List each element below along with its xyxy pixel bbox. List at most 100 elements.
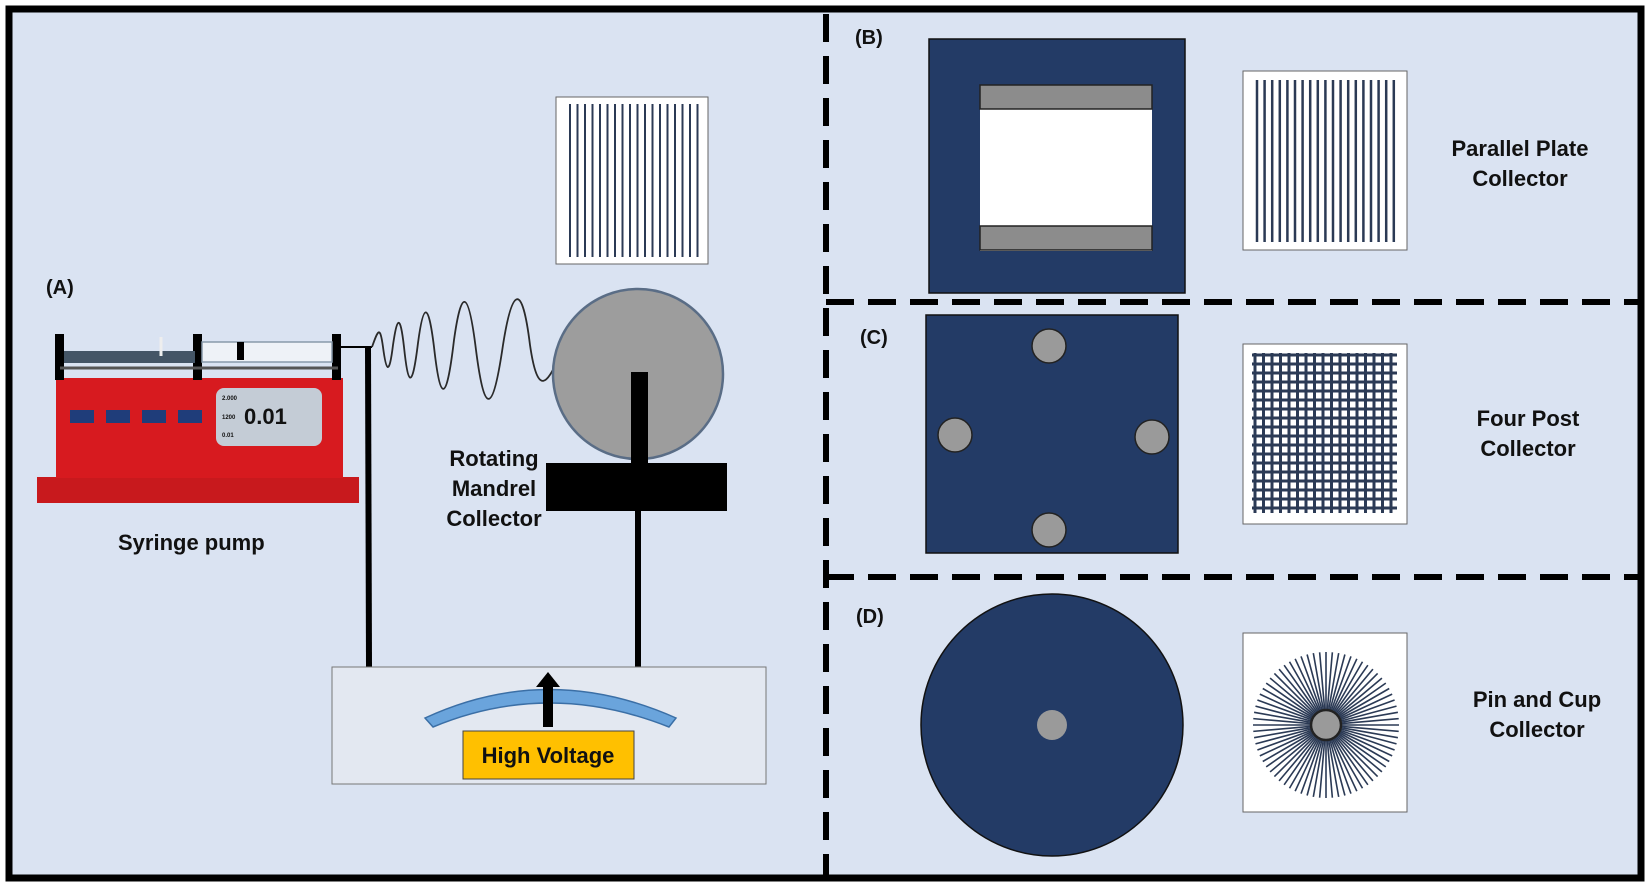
radial-fiber — [1269, 677, 1315, 716]
radial-fiber — [1288, 661, 1319, 712]
radial-fiber — [1341, 705, 1397, 722]
rotating-mandrel: Rotating Mandrel Collector — [446, 287, 727, 667]
radial-fiber — [1262, 687, 1313, 718]
radial-fiber — [1257, 729, 1312, 751]
post-right — [1134, 419, 1170, 455]
pump-display-value: 0.01 — [244, 404, 287, 429]
mandrel-label-line-2: Mandrel — [452, 476, 536, 501]
radial-fiber — [1278, 668, 1317, 714]
panel-dividers — [823, 14, 1640, 875]
pin-cup-label-line-1: Pin and Cup — [1473, 687, 1601, 712]
voltage-arrow-icon — [536, 672, 560, 727]
radial-fiber — [1306, 654, 1323, 710]
syringe-pump-label: Syringe pump — [118, 530, 265, 555]
radial-fiber — [1340, 731, 1393, 757]
radial-fiber — [1312, 652, 1325, 710]
radial-fiber — [1294, 658, 1320, 711]
pump-display-small-2: 1200 — [222, 415, 236, 421]
radial-fiber — [1329, 740, 1346, 796]
syringe-stopper — [237, 342, 244, 360]
parallel-plate-collector — [928, 38, 1186, 294]
radial-fiber — [1341, 726, 1399, 739]
radial-fiber — [1253, 711, 1311, 724]
pump-post-mid — [193, 334, 202, 380]
panel-label-a: (A) — [46, 277, 74, 299]
radial-fiber — [1338, 682, 1387, 717]
high-voltage-supply: High Voltage — [331, 666, 767, 785]
panel-label-c: (C) — [860, 327, 888, 349]
pump-button-1 — [70, 410, 94, 423]
cup-pin — [1037, 710, 1067, 740]
crossed-fiber-mat — [1242, 343, 1408, 525]
radial-fiber — [1336, 735, 1379, 778]
mat-c-fibers — [1252, 353, 1397, 513]
radial-fiber — [1334, 664, 1369, 713]
radial-fiber — [1262, 732, 1313, 763]
aligned-fiber-mat-b — [1242, 70, 1408, 251]
radial-fiber — [1332, 658, 1358, 711]
pump-display-small-1: 2.000 — [222, 396, 238, 402]
pump-button-3 — [142, 410, 166, 423]
hv-label-box — [462, 730, 635, 780]
radial-fiber — [1306, 740, 1323, 796]
hv-label: High Voltage — [482, 743, 615, 768]
fiber-jet-icon — [371, 298, 558, 400]
radial-fiber — [1339, 732, 1390, 763]
radial-fiber — [1312, 740, 1325, 798]
radial-fiber — [1337, 677, 1383, 716]
mandrel-label-line-1: Rotating — [449, 446, 538, 471]
radial-fiber — [1340, 699, 1395, 721]
radial-fiber — [1300, 739, 1322, 794]
radial-fiber — [1341, 711, 1399, 724]
voltage-arrow-head — [536, 672, 560, 687]
radial-fiber — [1326, 652, 1334, 710]
needle-wire — [365, 347, 372, 668]
pump-base — [37, 477, 359, 503]
radial-fiber — [1335, 736, 1374, 782]
parallel-plate-top — [979, 84, 1153, 110]
mandrel-label-line-3: Collector — [446, 506, 542, 531]
radial-fiber — [1283, 664, 1318, 713]
radial-fiber — [1333, 661, 1364, 712]
radial-fiber — [1253, 717, 1311, 725]
radial-fiber — [1326, 740, 1334, 798]
pin-and-cup-collector — [920, 593, 1184, 857]
radial-fiber — [1300, 656, 1322, 711]
four-post-label-line-2: Collector — [1480, 436, 1576, 461]
pump-button-4 — [178, 410, 202, 423]
radial-fiber — [1330, 656, 1352, 711]
radial-fiber — [1341, 728, 1397, 745]
pump-button-2 — [106, 410, 130, 423]
mandrel-shaft — [631, 372, 648, 464]
syringe-icon — [64, 337, 333, 363]
four-post-label-line-1: Four Post — [1477, 406, 1580, 431]
radial-fiber — [1278, 736, 1317, 782]
pump-display-small-3: 0.01 — [222, 433, 234, 439]
radial-fiber — [1340, 729, 1395, 751]
post-left — [937, 417, 973, 453]
mat-d-fibers — [1253, 652, 1399, 798]
syringe-pump: 2.000 1200 0.01 0.01 Syringe pump — [37, 334, 359, 555]
radial-fiber — [1318, 740, 1326, 798]
radial-fiber — [1332, 739, 1358, 792]
radial-fiber — [1257, 699, 1312, 721]
post-top — [1031, 328, 1067, 364]
mat-a-frame — [555, 96, 709, 265]
hv-dial-arc — [423, 688, 678, 728]
pump-post-right — [332, 334, 341, 380]
radial-fiber — [1335, 668, 1374, 714]
mat-b-fibers — [1255, 80, 1396, 242]
four-post-collector — [925, 314, 1179, 554]
pump-display — [216, 388, 322, 446]
syringe-plunger — [64, 351, 195, 363]
mat-d-center-pin — [1309, 708, 1343, 742]
radial-fiber — [1259, 731, 1312, 757]
radial-fiber — [1265, 682, 1314, 717]
radial-fiber — [1273, 672, 1316, 715]
radial-fiber — [1341, 717, 1399, 725]
syringe-barrel — [201, 341, 333, 363]
parallel-plate-label-line-1: Parallel Plate — [1452, 136, 1589, 161]
radial-fiber — [1336, 672, 1379, 715]
radial-fiber — [1253, 726, 1311, 739]
